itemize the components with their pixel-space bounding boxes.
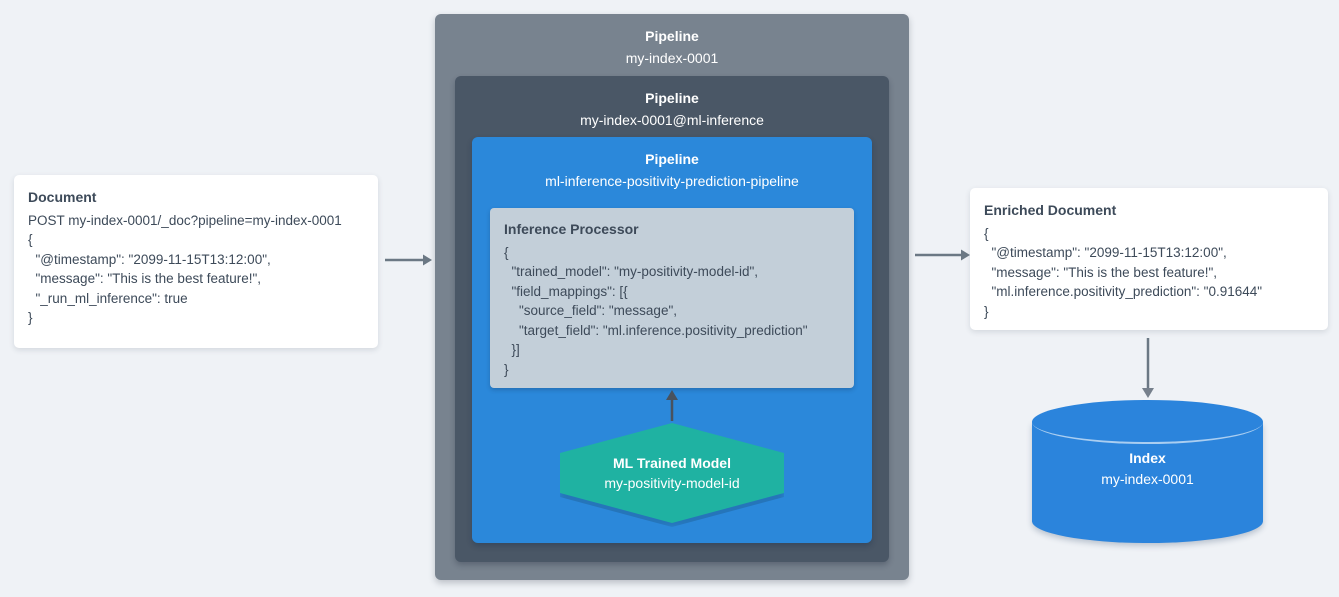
trained-model-hexagon: ML Trained Model my-positivity-model-id [560,423,784,523]
code-line: }] [504,342,520,357]
arrow-pipeline-to-enriched-document [915,249,970,261]
pipeline-inference-label: Pipeline [645,151,699,167]
arrow-enriched-document-to-index [1142,338,1154,398]
trained-model-title: ML Trained Model [613,455,731,471]
code-line: { [504,244,509,260]
code-line: } [504,361,509,377]
index-name: my-index-0001 [1101,471,1194,487]
enriched-document-code: { "@timestamp": "2099-11-15T13:12:00", "… [984,224,1314,322]
arrow-model-to-processor [666,390,678,421]
pipeline-outer-name: my-index-0001 [625,50,719,66]
code-line: "message": "This is the best feature!", [984,264,1218,280]
pipeline-ml-inference-title: Pipeline my-index-0001@ml-inference [455,76,889,130]
pipeline-ml-inference-label: Pipeline [645,90,699,106]
pipeline-ml-inference-name: my-index-0001@ml-inference [580,112,764,128]
pipeline-inference-box: Pipeline ml-inference-positivity-predict… [472,137,872,543]
arrow-document-to-pipeline [385,254,432,266]
code-line: { [984,225,989,241]
index-label: Index my-index-0001 [1032,448,1263,490]
pipeline-outer-box: Pipeline my-index-0001 Pipeline my-index… [435,14,909,580]
code-line: "ml.inference.positivity_prediction": "0… [984,284,1263,299]
code-line: "@timestamp": "2099-11-15T13:12:00", [28,251,271,267]
code-line: } [984,303,989,319]
code-line: "field_mappings": [{ [504,283,628,299]
enriched-document-card: Enriched Document { "@timestamp": "2099-… [970,188,1328,330]
inference-processor-title: Inference Processor [504,221,639,237]
pipeline-ml-inference-box: Pipeline my-index-0001@ml-inference Pipe… [455,76,889,562]
pipeline-outer-label: Pipeline [645,28,699,44]
code-line: "@timestamp": "2099-11-15T13:12:00", [984,245,1227,260]
inference-processor-card: Inference Processor { "trained_model": "… [490,208,854,388]
code-line: "message": "This is the best feature!", [28,271,262,286]
index-cylinder: Index my-index-0001 [1032,400,1263,543]
document-card-title: Document [28,189,97,205]
code-line: { [28,232,33,247]
code-line: "_run_ml_inference": true [28,290,188,306]
pipeline-inference-name: ml-inference-positivity-prediction-pipel… [545,173,799,189]
code-line: } [28,310,33,325]
code-line: "trained_model": "my-positivity-model-id… [504,264,759,279]
code-line: "source_field": "message", [504,303,677,318]
code-line: "target_field": "ml.inference.positivity… [504,322,808,338]
pipeline-outer-title: Pipeline my-index-0001 [435,14,909,68]
trained-model-name: my-positivity-model-id [604,475,740,491]
document-card-code: POST my-index-0001/_doc?pipeline=my-inde… [28,211,364,328]
index-title: Index [1129,450,1166,466]
enriched-document-title: Enriched Document [984,202,1117,218]
document-card: Document POST my-index-0001/_doc?pipelin… [14,175,378,348]
index-cylinder-top [1032,400,1263,444]
pipeline-inference-title: Pipeline ml-inference-positivity-predict… [472,137,872,191]
code-line: POST my-index-0001/_doc?pipeline=my-inde… [28,212,342,228]
inference-processor-code: { "trained_model": "my-positivity-model-… [504,243,840,380]
